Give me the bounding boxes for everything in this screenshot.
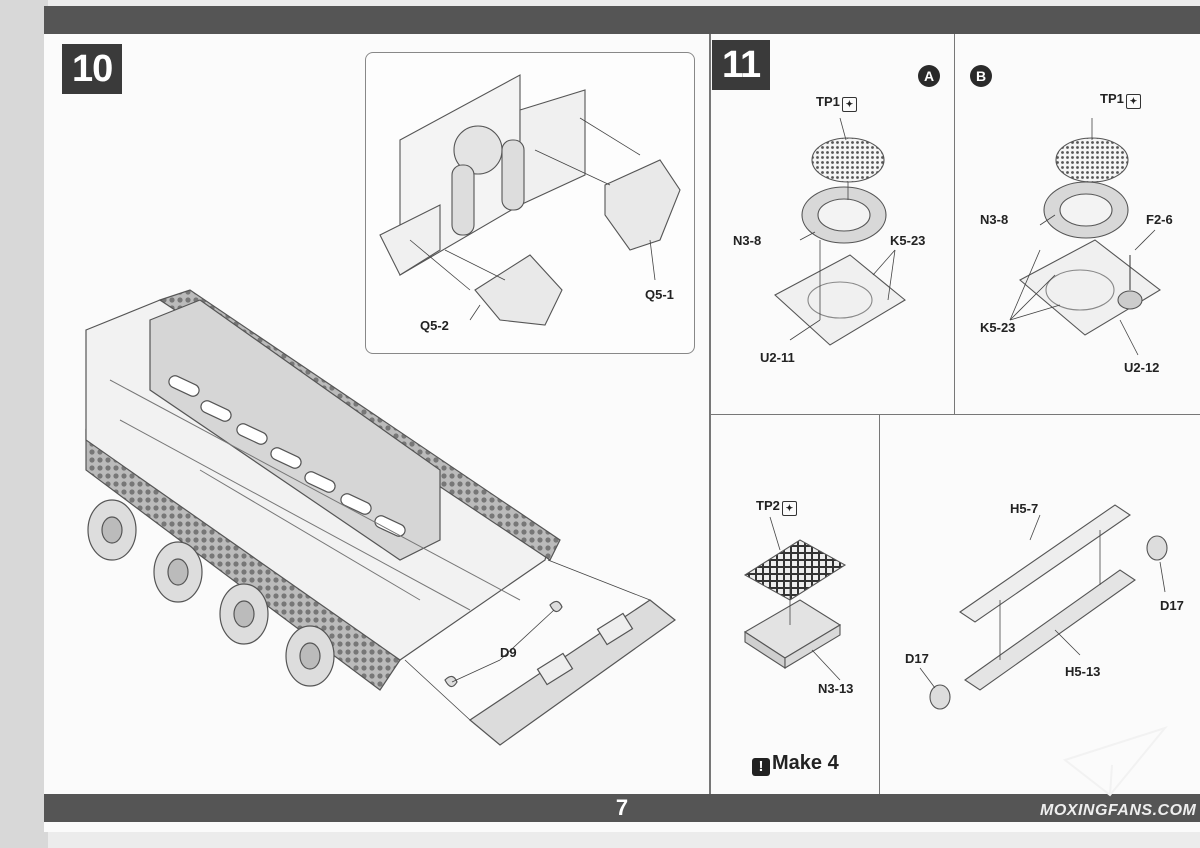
photo-etch-icon: ✦ — [841, 97, 857, 112]
label-tp2: TP2✦ — [756, 498, 797, 516]
photo-etch-icon: ✦ — [1125, 94, 1141, 109]
step11-a-drawing — [774, 117, 906, 346]
label-a-tp1: TP1✦ — [816, 94, 857, 112]
label-d9: D9 — [500, 645, 517, 660]
binding-spine — [0, 0, 48, 848]
label-a-u2-11: U2-11 — [760, 350, 795, 365]
make-quantity-text: Make 4 — [772, 752, 839, 774]
divider-step11-sub — [710, 414, 1200, 415]
label-b-tp1-text: TP1 — [1100, 91, 1124, 106]
grille-drawing — [743, 516, 847, 681]
label-h5-7: H5-7 — [1010, 501, 1039, 516]
divider-a-b — [954, 34, 955, 414]
paper-plane-icon — [1062, 726, 1168, 797]
label-b-u2-12: U2-12 — [1124, 360, 1160, 375]
step-number-10: 10 — [62, 44, 123, 94]
label-q5-2: Q5-2 — [420, 318, 449, 333]
exclamation-icon: ! — [752, 758, 770, 776]
bottom-banner: 7 — [44, 794, 1200, 822]
divider-sub-panels — [879, 414, 880, 794]
top-banner — [44, 6, 1200, 34]
label-tp2-text: TP2 — [756, 498, 780, 513]
make-quantity-note: !Make 4 — [752, 752, 839, 776]
label-b-f2-6: F2-6 — [1146, 212, 1173, 227]
label-b-k5-23: K5-23 — [980, 320, 1016, 335]
label-a-tp1-text: TP1 — [816, 94, 840, 109]
inset-drawing — [379, 74, 681, 326]
label-d17-left: D17 — [905, 651, 929, 666]
label-q5-1: Q5-1 — [645, 287, 674, 302]
label-b-tp1: TP1✦ — [1100, 91, 1141, 109]
label-b-n3-8: N3-8 — [980, 212, 1009, 227]
variant-a-badge: A — [918, 65, 940, 87]
variant-b-badge: B — [970, 65, 992, 87]
label-a-n3-8: N3-8 — [733, 233, 762, 248]
hull-drawing — [85, 289, 676, 746]
tube-drawing — [919, 504, 1168, 710]
step-number-11: 11 — [712, 40, 771, 90]
watermark-text: MOXINGFANS.COM — [1040, 802, 1197, 819]
page-number: 7 — [615, 795, 629, 820]
label-d17-right: D17 — [1160, 598, 1184, 613]
label-n3-13: N3-13 — [818, 681, 854, 696]
photo-etch-icon: ✦ — [781, 501, 797, 516]
step11-b-drawing — [1009, 118, 1161, 356]
label-a-k5-23: K5-23 — [890, 233, 926, 248]
label-h5-13: H5-13 — [1065, 664, 1101, 679]
